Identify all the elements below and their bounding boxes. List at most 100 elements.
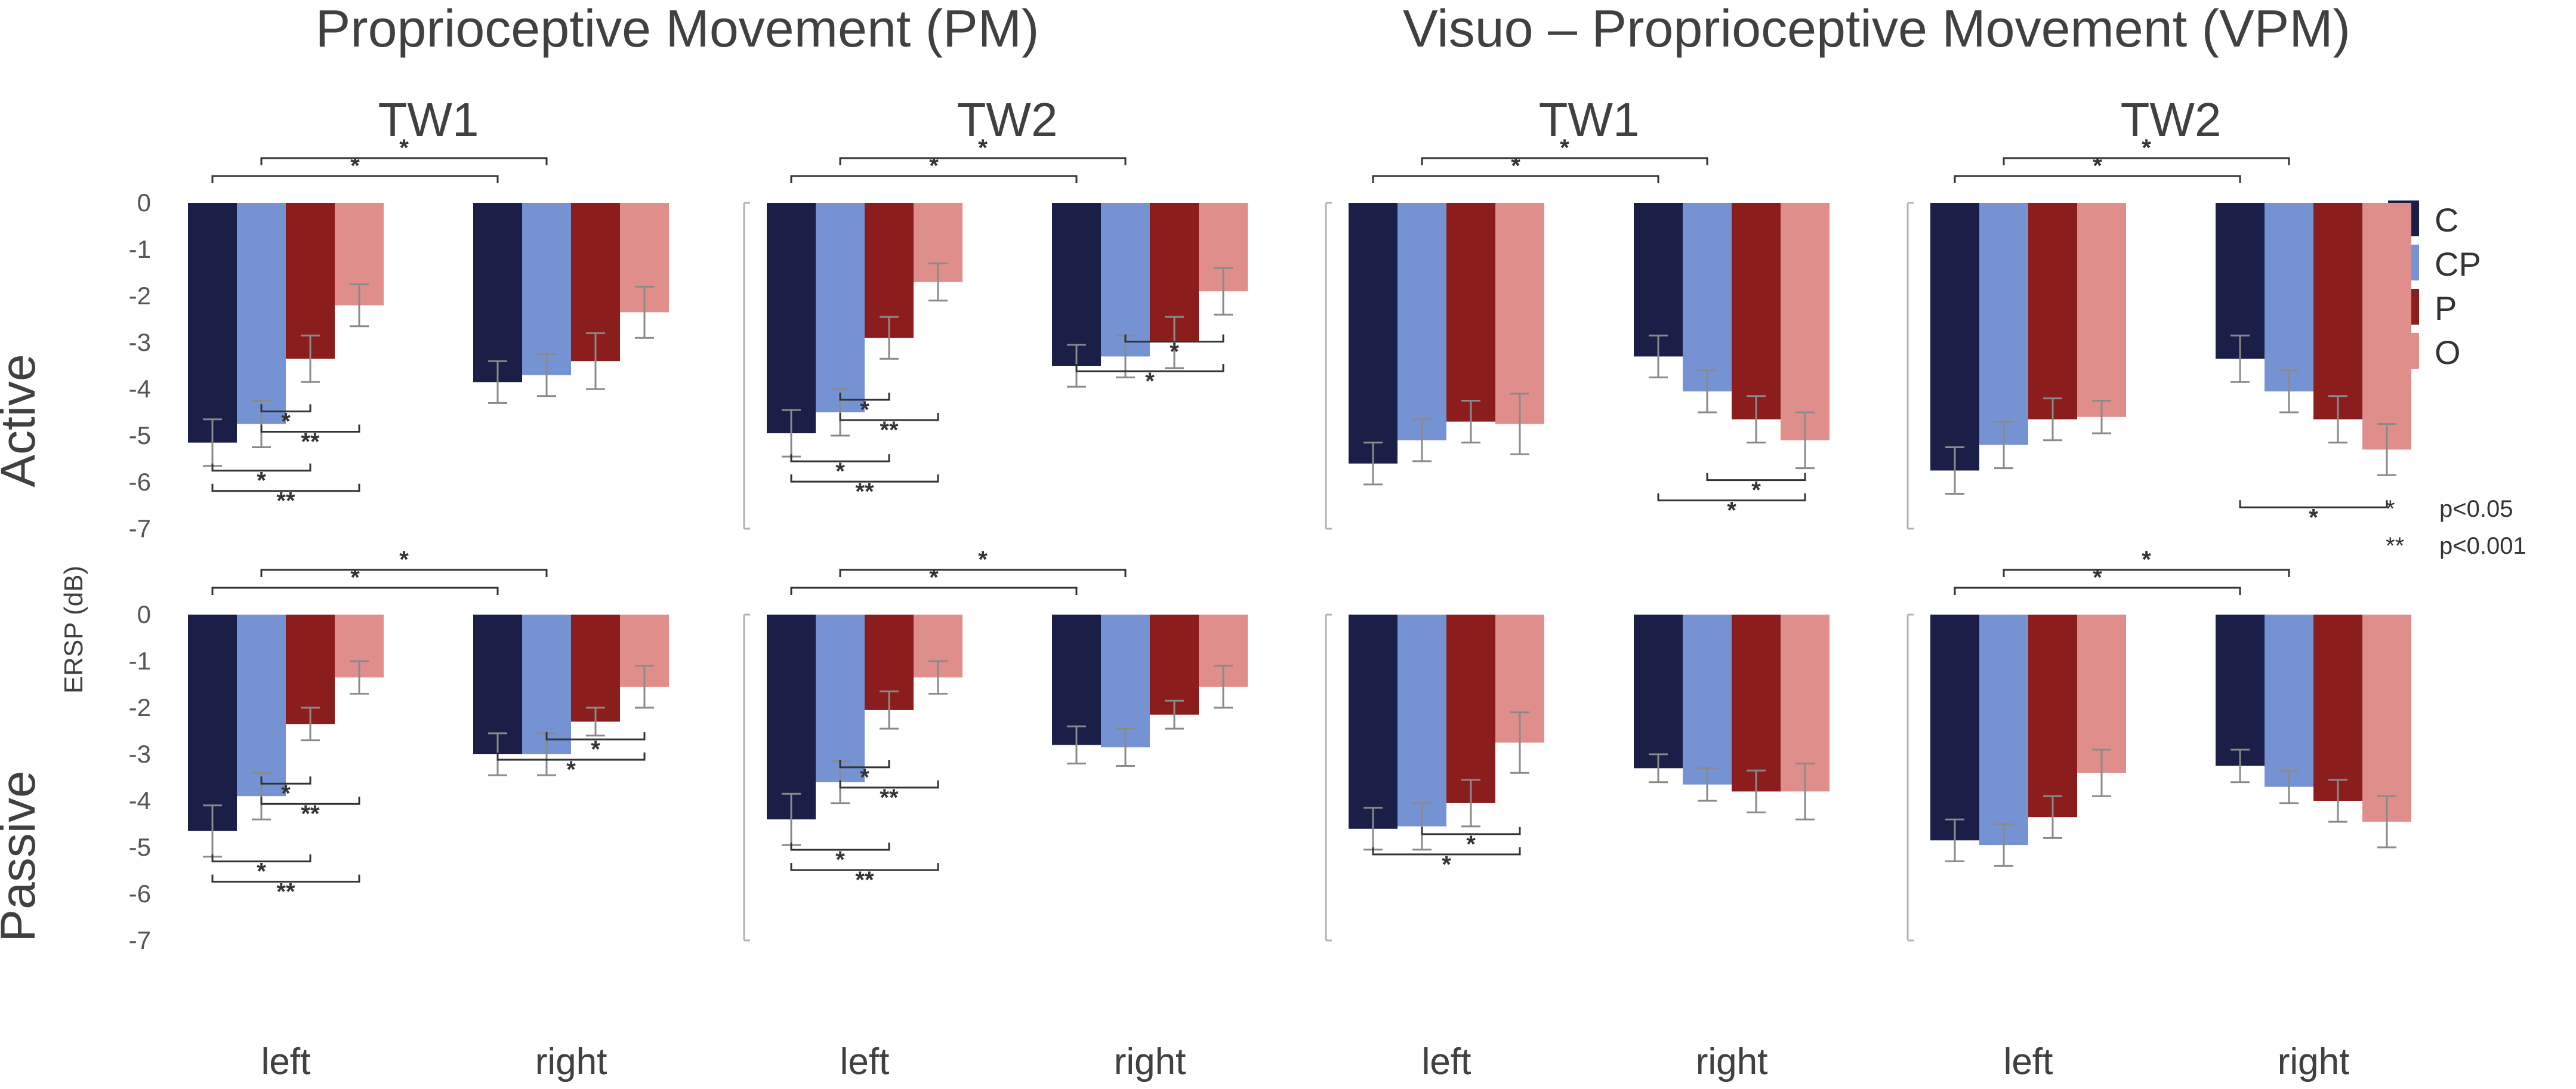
panel-passive-vpm-tw1: left right ** [1325,613,1830,1082]
bar-cp-left [237,203,286,424]
bar-o-left [2077,203,2126,417]
error-bar-cp-right [1116,727,1135,767]
section-title-vpm: Visuo – Proprioceptive Movement (VPM) [1403,0,2350,58]
significance-label: * [1727,498,1736,524]
panel-active-pm-tw2-title: TW2 [957,93,1058,146]
significance-bracket: ** [260,797,360,827]
significance-bracket: * [1075,364,1224,394]
significance-bracket: * [496,752,646,783]
significance-label: * [860,764,869,791]
bar-c-right [1052,203,1101,366]
significance-bracket: * [839,393,890,423]
significance-label: * [835,458,845,485]
error-bar-p-right [2328,395,2347,444]
bar-c-left [1930,203,1979,471]
significance-bracket: * [839,135,1127,165]
significance-label: * [2309,504,2318,530]
significance-label: * [978,135,988,161]
category-label-right: right [535,1041,607,1082]
category-label-left: left [1422,1041,1471,1082]
significance-bracket: * [1657,493,1806,524]
significance-label: * [1170,339,1179,365]
significance-bracket: * [1706,473,1806,504]
bar-p-right [2313,615,2362,801]
bar-cp-right [522,615,571,754]
bar-cp-right [1683,615,1732,785]
significance-label: * [2093,153,2102,179]
error-bar-cp-left [1994,823,2013,867]
significance-label: * [566,757,576,783]
error-bar-p-right [586,707,605,737]
significance-bracket: * [2003,547,2290,577]
significance-bracket: * [260,404,311,435]
y-tick-label: -2 [129,693,151,721]
bar-p-left [286,615,335,724]
error-bar-p-left [2043,795,2062,839]
error-bar-o-right [2377,795,2396,849]
category-label-left: left [840,1041,890,1082]
error-bar-p-left [301,334,320,383]
legend-label-p: P [2435,289,2457,327]
error-bar-c-right [2231,334,2250,383]
category-label-left: left [840,1041,890,1082]
error-bar-p-right [1747,769,1766,813]
significance-bracket: * [260,547,548,577]
significance-label: * [2093,564,2102,591]
significance-legend: * p<0.05 ** p<0.001 [2386,496,2526,559]
significance-label: * [2142,135,2151,161]
error-bar-p-left [880,316,899,360]
error-bar-o-right [635,665,654,709]
sig-legend-stars-2: ** [2386,533,2404,559]
legend-label-o: O [2435,334,2461,371]
bar-cp-left [237,615,286,797]
error-bar-c-right [488,360,507,404]
error-bar-o-left [350,283,369,328]
y-tick-label: 0 [137,600,151,628]
significance-label: ** [880,417,899,443]
bar-p-left [1446,203,1495,422]
bar-c-right [1052,615,1101,745]
significance-label: ** [880,785,899,811]
significance-bracket: * [839,760,890,791]
error-bar-p-right [1747,395,1766,444]
bar-c-left [767,615,816,820]
bar-p-right [571,615,620,722]
category-label-right: right [1696,1041,1768,1082]
significance-bracket: * [1421,826,1521,857]
y-tick-label: -3 [129,740,151,768]
y-tick-label: -3 [129,328,151,356]
error-bar-o-right [1214,665,1233,709]
significance-label: * [1560,135,1569,161]
sig-legend-text-2: p<0.001 [2439,533,2526,559]
category-label-left: left [1422,1041,1471,1082]
error-bar-cp-right [1698,767,1717,802]
y-tick-label: -7 [129,926,151,954]
bar-cp-right [522,203,571,375]
row-label-active: Active [0,354,45,487]
y-tick-label: -1 [129,647,151,675]
category-label-left: left [2004,1041,2053,1082]
significance-label: * [2142,547,2151,573]
error-bar-c-right [2231,748,2250,783]
error-bar-c-left [1363,442,1383,486]
section-title-pm: Proprioceptive Movement (PM) [316,0,1039,58]
category-label-left: left [261,1041,311,1082]
significance-bracket: * [2003,135,2290,165]
error-bar-cp-right [537,353,556,397]
row-label-passive: Passive [0,770,45,942]
bar-c-left [188,615,237,831]
category-label-right: right [1696,1041,1768,1082]
bar-c-left [188,203,237,443]
legend-label-cp: CP [2435,245,2481,283]
significance-label: * [1751,477,1761,504]
error-bar-cp-right [2279,769,2299,804]
significance-bracket: * [1372,847,1521,878]
category-label-right: right [2278,1041,2350,1082]
bar-c-left [1349,203,1397,464]
significance-bracket: * [1954,153,2241,183]
significance-label: ** [855,479,874,505]
bar-cp-right [1683,203,1732,391]
